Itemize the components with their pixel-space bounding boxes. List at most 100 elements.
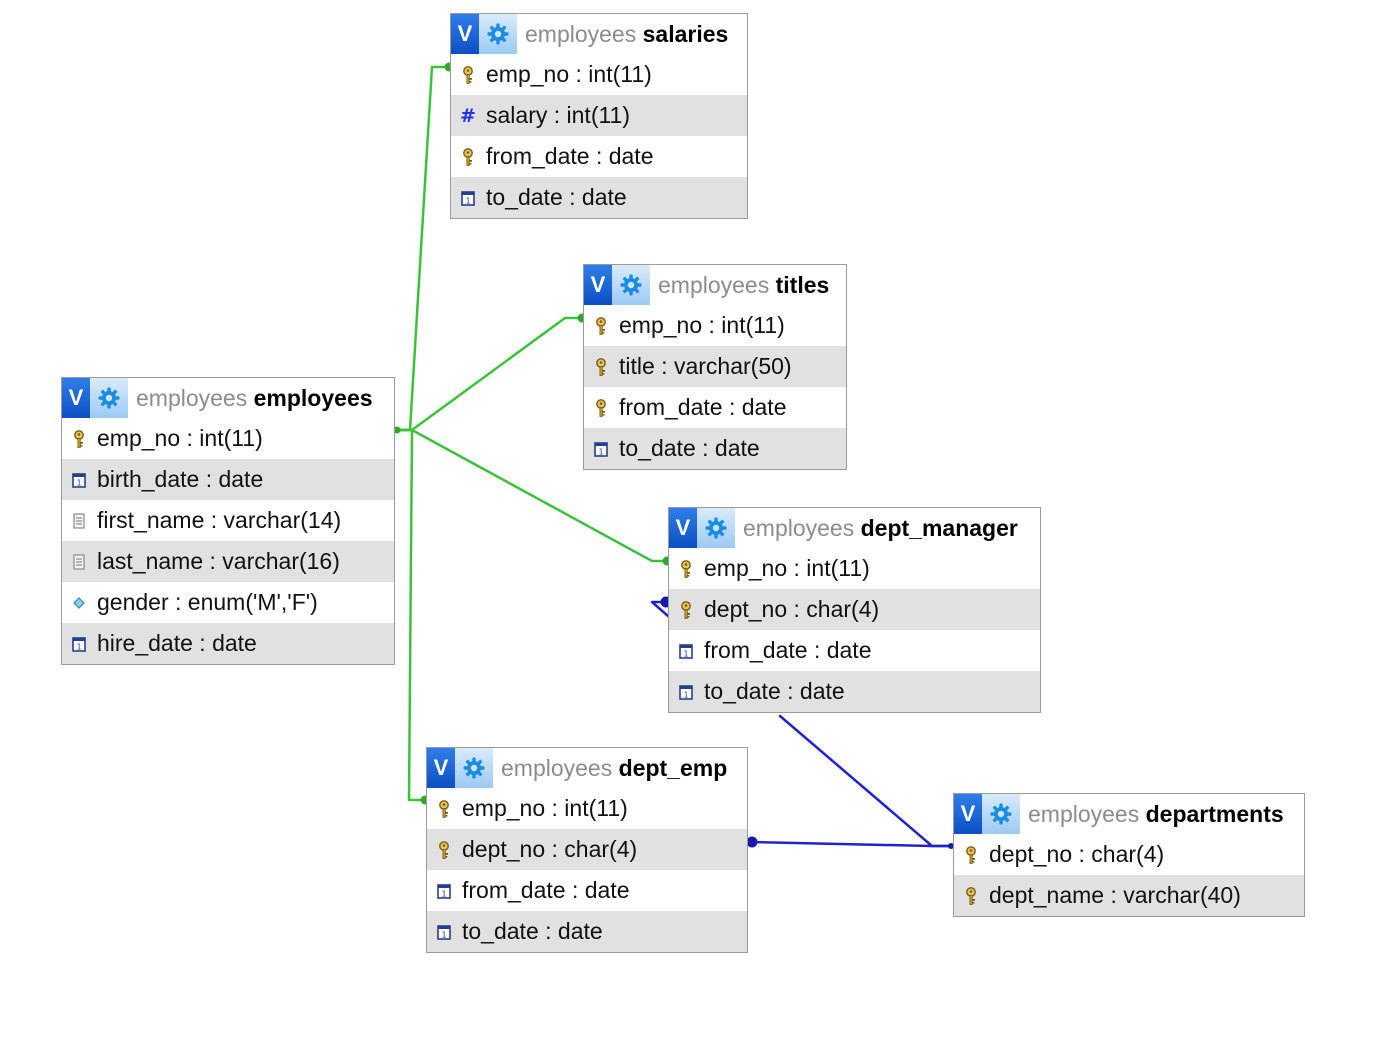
table-title[interactable]: employees salaries: [517, 21, 728, 48]
column-label: emp_no : int(11): [486, 61, 652, 87]
column-row[interactable]: from_date : date: [451, 136, 747, 177]
column-row[interactable]: emp_no : int(11): [584, 305, 846, 346]
key-icon: [436, 799, 452, 819]
column-label: first_name : varchar(14): [97, 507, 342, 533]
key-icon: [71, 429, 87, 449]
svg-text:1: 1: [465, 196, 470, 205]
toggle-v-button[interactable]: V: [427, 748, 455, 788]
column-row[interactable]: 1 from_date : date: [669, 630, 1040, 671]
column-label: dept_no : char(4): [704, 596, 880, 622]
gear-icon[interactable]: [612, 265, 650, 305]
key-icon: [593, 316, 609, 336]
svg-text:1: 1: [441, 889, 446, 898]
column-row[interactable]: emp_no : int(11): [451, 54, 747, 95]
table-db-name: employees: [136, 384, 248, 411]
table-title[interactable]: employees dept_emp: [493, 755, 727, 782]
column-row[interactable]: 1 to_date : date: [451, 177, 747, 218]
column-row[interactable]: emp_no : int(11): [62, 418, 394, 459]
column-label: from_date : date: [619, 394, 787, 420]
relation-employees-dept-emp[interactable]: [393, 428, 428, 802]
column-row[interactable]: 1 to_date : date: [427, 911, 747, 952]
table-title[interactable]: employees titles: [650, 272, 829, 299]
column-row[interactable]: dept_no : char(4): [954, 834, 1304, 875]
column-row[interactable]: last_name : varchar(16): [62, 541, 394, 582]
column-label: from_date : date: [704, 637, 872, 663]
svg-text:1: 1: [683, 649, 688, 658]
table-name: dept_emp: [618, 754, 728, 781]
column-row[interactable]: dept_name : varchar(40): [954, 875, 1304, 916]
hash-icon: #: [460, 104, 476, 127]
gear-icon[interactable]: [982, 794, 1020, 834]
relation-employees-titles[interactable]: [393, 316, 585, 432]
column-label: to_date : date: [619, 435, 760, 461]
relation-departments-dept-manager[interactable]: [778, 714, 955, 848]
toggle-v-button[interactable]: V: [954, 794, 982, 834]
key-icon: [460, 65, 476, 85]
column-row[interactable]: dept_no : char(4): [427, 829, 747, 870]
column-row[interactable]: emp_no : int(11): [669, 548, 1040, 589]
toggle-v-button[interactable]: V: [451, 14, 479, 54]
svg-text:1: 1: [441, 930, 446, 939]
column-label: from_date : date: [486, 143, 654, 169]
column-label: salary : int(11): [486, 102, 631, 128]
svg-text:1: 1: [683, 690, 688, 699]
column-row[interactable]: title : varchar(50): [584, 346, 846, 387]
table-title[interactable]: employees departments: [1020, 801, 1284, 828]
gear-icon[interactable]: [697, 508, 735, 548]
column-label: to_date : date: [462, 918, 603, 944]
gear-icon[interactable]: [90, 378, 128, 418]
enum-icon: [71, 593, 87, 613]
relation-departments-dept-emp[interactable]: [748, 840, 955, 848]
column-row[interactable]: gender : enum('M','F'): [62, 582, 394, 623]
gear-icon[interactable]: [479, 14, 517, 54]
key-icon: [678, 559, 694, 579]
column-row[interactable]: 1 to_date : date: [669, 671, 1040, 712]
table-db-name: employees: [743, 514, 855, 541]
column-row[interactable]: emp_no : int(11): [427, 788, 747, 829]
table-db-name: employees: [658, 271, 770, 298]
svg-text:1: 1: [598, 447, 603, 456]
table-title[interactable]: employees dept_manager: [735, 515, 1018, 542]
column-label: emp_no : int(11): [462, 795, 628, 821]
calendar-icon: 1: [71, 470, 87, 490]
text-icon: [71, 552, 87, 572]
column-row[interactable]: first_name : varchar(14): [62, 500, 394, 541]
column-label: to_date : date: [486, 184, 627, 210]
column-label: dept_name : varchar(40): [989, 882, 1241, 908]
column-row[interactable]: from_date : date: [584, 387, 846, 428]
column-row[interactable]: dept_no : char(4): [669, 589, 1040, 630]
toggle-v-button[interactable]: V: [669, 508, 697, 548]
column-label: to_date : date: [704, 678, 845, 704]
toggle-v-button[interactable]: V: [584, 265, 612, 305]
relation-employees-salaries[interactable]: [393, 65, 452, 432]
key-icon: [593, 357, 609, 377]
toggle-v-button[interactable]: V: [62, 378, 90, 418]
key-icon: [460, 147, 476, 167]
calendar-icon: 1: [460, 188, 476, 208]
calendar-icon: 1: [71, 634, 87, 654]
column-label: birth_date : date: [97, 466, 264, 492]
column-row[interactable]: 1 birth_date : date: [62, 459, 394, 500]
column-row[interactable]: 1 to_date : date: [584, 428, 846, 469]
column-label: emp_no : int(11): [704, 555, 870, 581]
table-title[interactable]: employees employees: [128, 385, 373, 412]
text-icon: [71, 511, 87, 531]
table-name: dept_manager: [860, 514, 1018, 541]
key-icon: [963, 845, 979, 865]
gear-icon[interactable]: [455, 748, 493, 788]
column-row[interactable]: # salary : int(11): [451, 95, 747, 136]
